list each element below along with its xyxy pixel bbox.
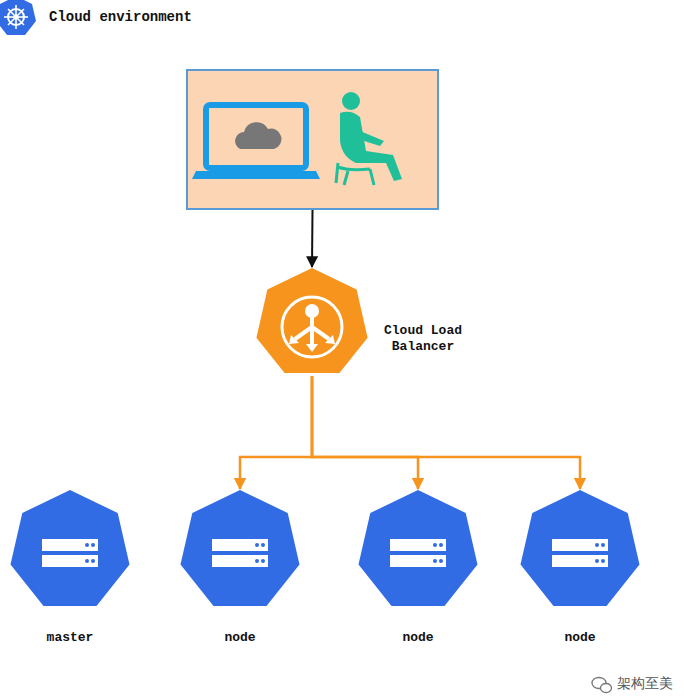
server-icon	[212, 539, 268, 567]
worker-node: node	[519, 490, 641, 606]
heptagon-blue	[357, 490, 479, 606]
user-illustration	[188, 71, 437, 208]
node-label: master	[47, 630, 94, 646]
connector	[311, 210, 314, 267]
watermark: 架构至美	[617, 675, 673, 693]
balancer-icon	[282, 297, 342, 357]
client-box	[186, 69, 439, 210]
server-icon	[42, 539, 98, 567]
worker-node: node	[179, 490, 301, 606]
node-label: node	[224, 630, 255, 646]
connector	[312, 376, 418, 489]
master-node: master	[9, 490, 131, 606]
kubernetes-logo	[0, 0, 36, 35]
node-label: node	[402, 630, 433, 646]
connector	[312, 376, 580, 489]
worker-node: node	[357, 490, 479, 606]
heptagon-blue	[9, 490, 131, 606]
title: Cloud environment	[49, 9, 192, 25]
server-icon	[390, 539, 446, 567]
node-label: node	[564, 630, 595, 646]
heptagon-blue	[179, 490, 301, 606]
connector	[240, 376, 312, 489]
heptagon-orange	[255, 268, 369, 373]
node-caption: Cloud Load Balancer	[373, 323, 473, 355]
load-balancer: Cloud Load Balancer	[255, 268, 369, 373]
wechat-icon	[592, 678, 612, 693]
server-icon	[552, 539, 608, 567]
heptagon-blue	[519, 490, 641, 606]
